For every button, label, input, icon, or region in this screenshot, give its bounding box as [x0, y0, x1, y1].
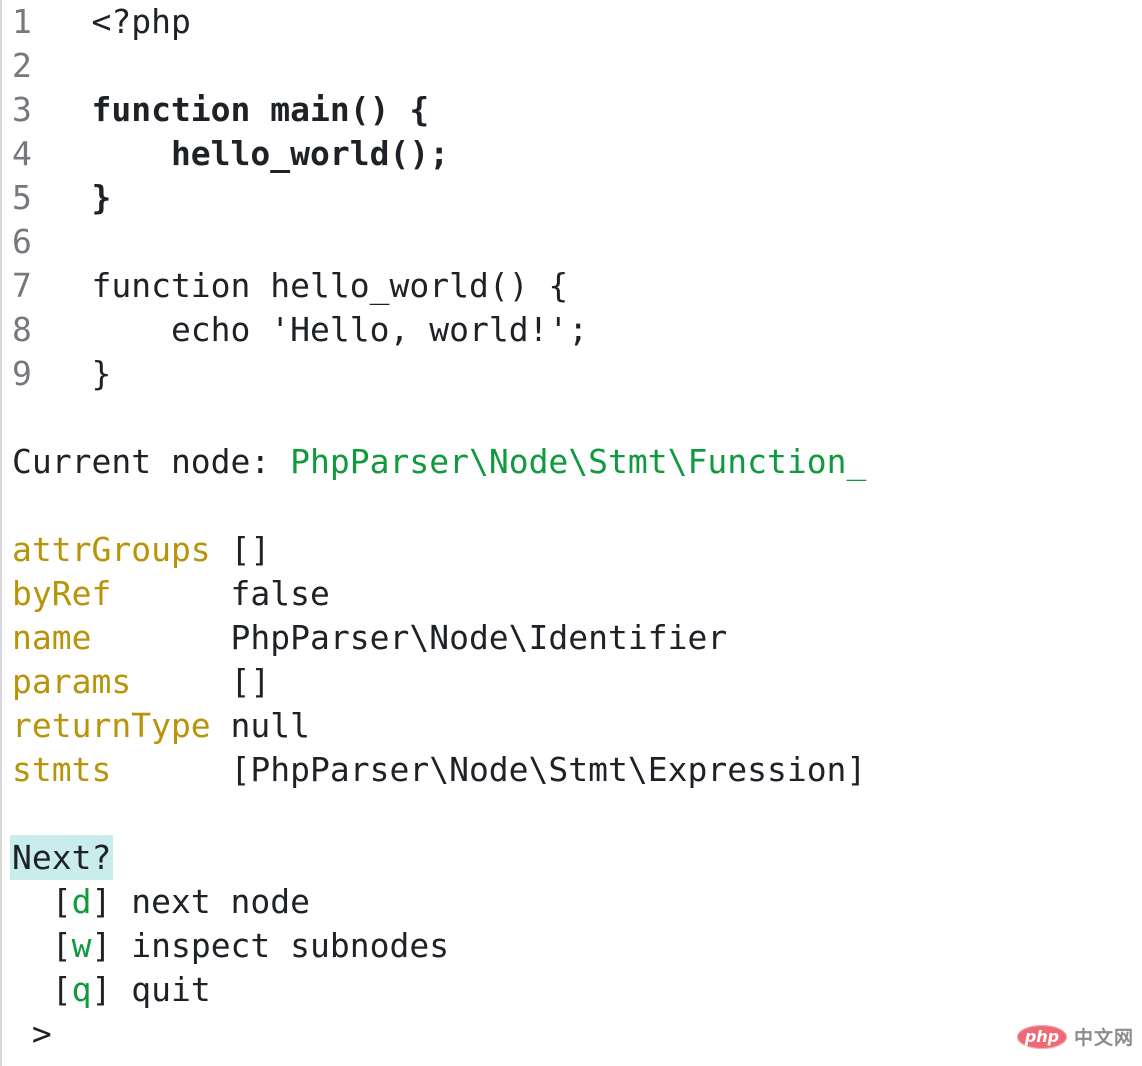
attribute-value: []: [230, 662, 271, 701]
code-text: }: [91, 178, 112, 217]
option-label: ] next node: [91, 882, 311, 921]
attribute-name: params: [12, 662, 132, 701]
terminal-input-line[interactable]: >: [12, 1012, 1142, 1056]
attribute-value: false: [230, 574, 330, 613]
attribute-row-params: params []: [12, 660, 1142, 704]
attribute-row-returnType: returnType null: [12, 704, 1142, 748]
code-line-9: 9}: [12, 352, 1142, 396]
code-text: function hello_world() {: [91, 266, 569, 305]
option-bracket-open: [: [12, 882, 72, 921]
option-key: w: [71, 926, 92, 965]
input-prompt-symbol: >: [12, 1014, 52, 1053]
line-number: 1: [12, 2, 32, 41]
attribute-name: name: [12, 618, 92, 657]
current-node-label: Current node:: [12, 442, 291, 481]
attribute-value: []: [230, 530, 271, 569]
prompt-option-q: [q] quit: [12, 968, 1142, 1012]
attribute-row-attrGroups: attrGroups []: [12, 528, 1142, 572]
option-bracket-open: [: [12, 926, 72, 965]
line-number: 4: [12, 134, 32, 173]
php-logo-icon: php: [1016, 1024, 1067, 1049]
option-bracket-open: [: [12, 970, 72, 1009]
line-number: 9: [12, 354, 32, 393]
code-text: echo 'Hello, world!';: [91, 310, 589, 349]
line-number: 3: [12, 90, 32, 129]
current-node-line: Current node: PhpParser\Node\Stmt\Functi…: [12, 440, 1142, 484]
code-line-7: 7 function hello_world() {: [12, 264, 1142, 308]
attribute-value: [PhpParser\Node\Stmt\Expression]: [230, 750, 867, 789]
blank-line: [12, 396, 1142, 440]
attribute-value: null: [230, 706, 311, 745]
code-line-1: 1 <?php: [12, 0, 1142, 44]
code-text: }: [91, 354, 112, 393]
attribute-name: attrGroups: [12, 530, 211, 569]
code-line-8: 8 echo 'Hello, world!';: [12, 308, 1142, 352]
prompt-option-d: [d] next node: [12, 880, 1142, 924]
code-line-6: 6: [12, 220, 1142, 264]
code-line-4: 4 hello_world();: [12, 132, 1142, 176]
code-line-5: 5}: [12, 176, 1142, 220]
attribute-name: returnType: [12, 706, 211, 745]
php-cn-watermark: php 中文网: [1016, 1023, 1134, 1050]
attributes-list: attrGroups [] byRef false name PhpParser\Node…: [12, 528, 1142, 792]
php-cn-site-name: 中文网: [1073, 1027, 1134, 1049]
prompt-options: [d] next node [w] inspect subnodes [q] q…: [12, 880, 1142, 1012]
code-text: <?php: [91, 2, 191, 41]
line-number: 2: [12, 46, 32, 85]
attribute-row-stmts: stmts [PhpParser\Node\Stmt\Expression]: [12, 748, 1142, 792]
option-label: ] quit: [91, 970, 211, 1009]
prompt-option-w: [w] inspect subnodes: [12, 924, 1142, 968]
attribute-value: PhpParser\Node\Identifier: [230, 618, 728, 657]
prompt-question-line: Next?: [10, 835, 1142, 880]
line-number: 5: [12, 178, 32, 217]
attribute-row-byRef: byRef false: [12, 572, 1142, 616]
prompt-question: Next?: [10, 835, 114, 880]
option-key: d: [71, 882, 92, 921]
code-line-3: 3 function main() {: [12, 88, 1142, 132]
php-logo-text: php: [1024, 1026, 1060, 1046]
current-node-class: PhpParser\Node\Stmt\Function_: [290, 442, 867, 481]
line-number: 7: [12, 266, 32, 305]
option-key: q: [71, 970, 92, 1009]
attribute-row-name: name PhpParser\Node\Identifier: [12, 616, 1142, 660]
attribute-name: stmts: [12, 750, 112, 789]
attribute-name: byRef: [12, 574, 112, 613]
code-text: function main() {: [91, 90, 430, 129]
line-number: 8: [12, 310, 32, 349]
blank-line: [12, 484, 1142, 528]
option-label: ] inspect subnodes: [91, 926, 450, 965]
line-number: 6: [12, 222, 32, 261]
code-line-2: 2: [12, 44, 1142, 88]
code-text: hello_world();: [91, 134, 450, 173]
blank-line: [12, 792, 1142, 836]
